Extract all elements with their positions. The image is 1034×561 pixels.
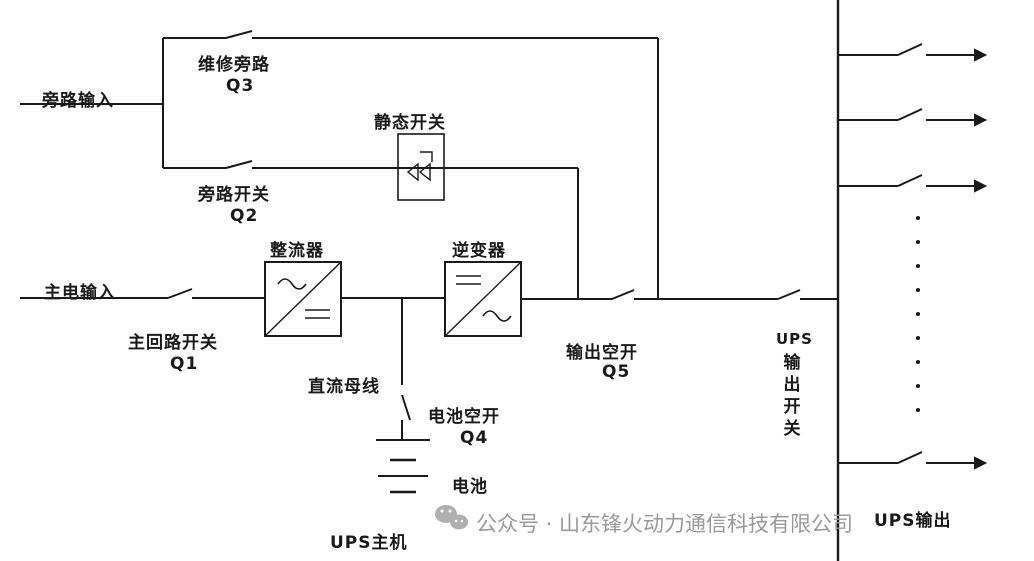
output-breaker-label: 输出空开	[566, 343, 638, 363]
bypass-input-label: 旁路输入	[42, 91, 114, 111]
q3-switch-blade	[225, 30, 253, 39]
main-loop-switch-label: 主回路开关	[128, 333, 218, 353]
output-branch-1	[838, 43, 988, 62]
rectifier-ac-symbol	[277, 278, 307, 290]
inverter-label: 逆变器	[452, 241, 506, 261]
rectifier-label: 整流器	[270, 241, 324, 261]
ups-output-label: UPS输出	[874, 511, 952, 531]
q5-switch-blade	[611, 289, 635, 300]
output-branch-3	[838, 174, 988, 193]
thyristor-symbol	[406, 151, 433, 182]
main-input-label: 主电输入	[44, 283, 116, 303]
rectifier-diagonal	[264, 261, 342, 337]
static-switch-label: 静态开关	[374, 113, 446, 133]
q5-label: Q5	[602, 362, 631, 382]
q4-switch-blade	[401, 394, 411, 421]
q3-label: Q3	[226, 76, 255, 96]
ups-output-switch-label-line2: 输出开关	[783, 353, 801, 439]
output-branch-4	[838, 451, 988, 470]
maintenance-bypass-label: 维修旁路	[198, 55, 270, 75]
bypass-switch-label: 旁路开关	[198, 185, 270, 205]
ups-host-label: UPS主机	[330, 533, 408, 553]
wechat-icon	[435, 505, 468, 530]
watermark-text: 公众号 · 山东锋火动力通信科技有限公司	[476, 512, 854, 536]
inverter-ac-symbol	[482, 310, 512, 322]
static-switch-box	[397, 133, 445, 201]
inverter-diagonal	[444, 261, 522, 337]
battery-breaker-label: 电池空开	[428, 407, 500, 427]
q1-label: Q1	[170, 354, 199, 374]
q1-switch-blade	[167, 288, 193, 299]
q4-label: Q4	[460, 428, 489, 448]
ellipsis-dots	[916, 216, 920, 412]
ups-output-switch-blade	[777, 289, 801, 300]
output-branch-2	[838, 108, 988, 127]
q2-label: Q2	[230, 206, 259, 226]
q2-switch-blade	[225, 160, 253, 169]
dc-bus-label: 直流母线	[308, 377, 380, 397]
battery-label: 电池	[452, 477, 488, 497]
ups-output-switch-label-line1: UPS	[776, 330, 813, 348]
